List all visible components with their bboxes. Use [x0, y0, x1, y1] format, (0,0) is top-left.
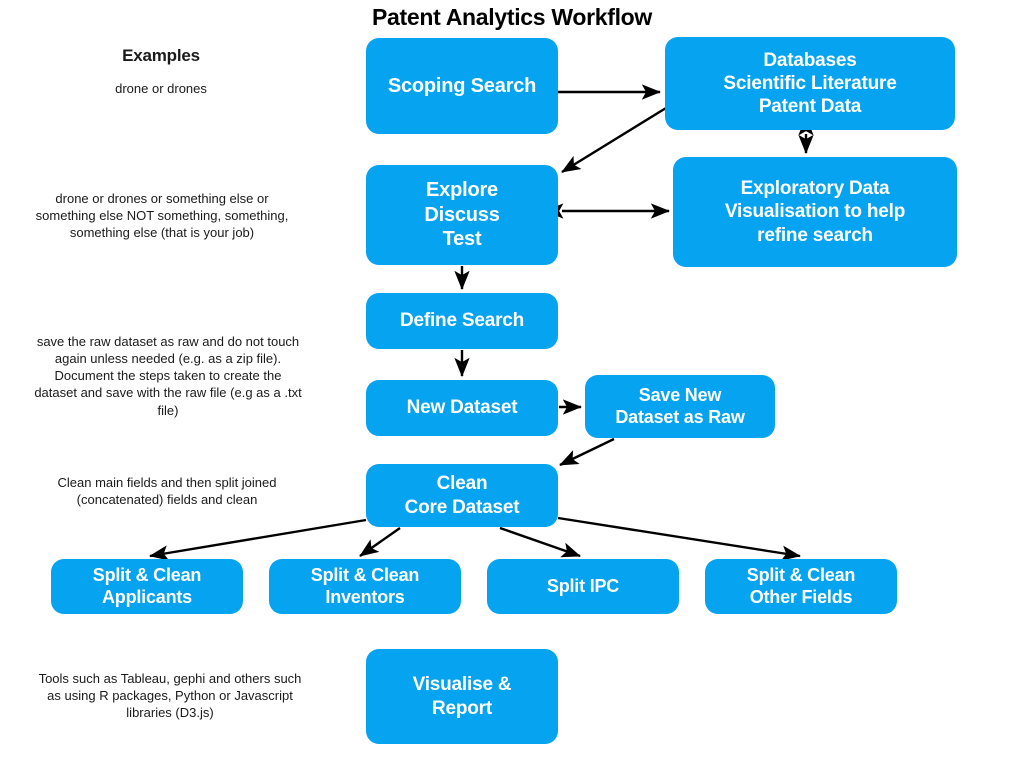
node-label-line: New Dataset	[406, 397, 518, 419]
edge-clean-core-to-inventors	[359, 527, 401, 557]
note-search-strategy: drone or drones or something else or some…	[12, 190, 312, 241]
node-label-line: Split & Clean	[310, 564, 420, 585]
node-visualise-report[interactable]: Visualise &Report	[366, 649, 558, 744]
note-line: (concatenated) fields and clean	[76, 492, 258, 508]
node-label: Split IPC	[487, 576, 679, 598]
note-drone-example: drone or drones	[61, 80, 261, 97]
node-label-line: Databases	[763, 49, 857, 71]
note-line: Examples	[122, 46, 200, 65]
node-label-line: Define Search	[399, 310, 525, 332]
edge-save-raw-to-clean-core	[559, 437, 615, 467]
note-line: file)	[157, 402, 179, 418]
node-label-line: Explore	[426, 179, 498, 202]
note-line: something else (that is your job)	[69, 225, 255, 241]
page-title: Patent Analytics Workflow	[371, 4, 653, 30]
node-label-line: Report	[431, 697, 493, 719]
edge-clean-core-to-applicants	[149, 518, 367, 561]
node-label-line: Dataset as Raw	[615, 406, 745, 427]
examples-heading: Examples	[61, 45, 261, 67]
node-label-line: Clean	[436, 473, 488, 495]
node-label-line: Test	[442, 228, 482, 251]
note-line: save the raw dataset as raw and do not t…	[36, 334, 300, 349]
node-label: Visualise &Report	[366, 673, 558, 719]
node-label-line: Split IPC	[546, 575, 620, 596]
node-define-search[interactable]: Define Search	[366, 293, 558, 349]
node-label-line: Split & Clean	[92, 564, 202, 585]
note-line: Clean main fields and then split joined	[57, 475, 277, 490]
node-label-line: Discuss	[424, 203, 500, 226]
node-label-line: Inventors	[325, 586, 405, 607]
note-clean-fields: Clean main fields and then split joined (…	[22, 474, 312, 508]
note-line: Document the steps taken to create the	[54, 368, 282, 384]
node-label-line: Other Fields	[749, 586, 853, 607]
edge-clean-core-to-other-fields	[557, 516, 801, 561]
node-label-line: Visualise &	[412, 674, 512, 696]
note-line: drone or drones	[115, 81, 207, 96]
node-label: Scoping Search	[366, 74, 558, 98]
node-label-line: Patent Data	[758, 96, 862, 118]
note-line: libraries (D3.js)	[126, 705, 214, 721]
node-label-line: Visualisation to help	[724, 201, 906, 223]
node-label-line: Exploratory Data	[740, 178, 890, 200]
note-line: drone or drones or something else or	[55, 191, 269, 206]
node-label-line: Split & Clean	[746, 564, 856, 585]
note-tools: Tools such as Tableau, gephi and others …	[10, 670, 330, 721]
edge-databases-to-explore	[561, 106, 667, 174]
note-line: Tools such as Tableau, gephi and others …	[38, 671, 302, 686]
edge-clean-core-to-split-ipc	[499, 526, 581, 558]
note-raw-dataset: save the raw dataset as raw and do not t…	[8, 333, 328, 419]
node-label-line: Save New	[638, 384, 722, 405]
node-scoping-search[interactable]: Scoping Search	[366, 38, 558, 134]
node-new-dataset[interactable]: New Dataset	[366, 380, 558, 436]
note-line: as using R packages, Python or Javascrip…	[47, 688, 293, 704]
node-label-line: Applicants	[101, 586, 192, 607]
node-split-ipc[interactable]: Split IPC	[487, 559, 679, 614]
note-line: dataset and save with the raw file (e.g …	[34, 385, 302, 401]
node-label: New Dataset	[366, 396, 558, 419]
node-label-line: Scoping Search	[387, 74, 537, 97]
note-line: something else NOT something, something,	[35, 208, 289, 224]
node-label-line: refine search	[757, 224, 873, 246]
note-line: again unless needed (e.g. as a zip file)…	[54, 351, 282, 367]
node-label: Define Search	[366, 309, 558, 332]
node-label-line: Core Dataset	[404, 496, 520, 518]
node-label-line: Scientific Literature	[723, 72, 897, 94]
